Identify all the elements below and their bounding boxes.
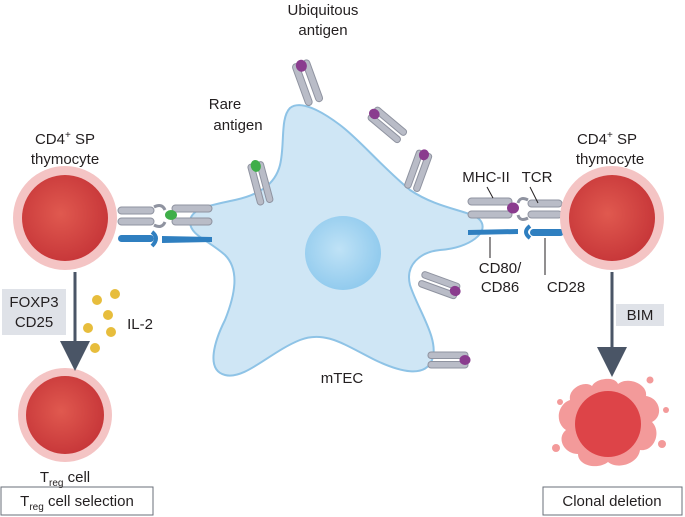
cd80-label-1: CD80/ bbox=[479, 260, 522, 277]
tcr-leader bbox=[529, 186, 539, 204]
treg-sel-sub: reg bbox=[29, 502, 43, 513]
treg-T: T bbox=[40, 469, 49, 486]
left-thymocyte-label-2: thymocyte bbox=[31, 151, 99, 168]
mhc-rare bbox=[247, 159, 274, 206]
treg-sel-T: T bbox=[20, 493, 29, 510]
mhc-ubiquitous-top bbox=[292, 59, 324, 106]
right-thymocyte-label-2: thymocyte bbox=[576, 151, 644, 168]
mtec-label: mTEC bbox=[321, 370, 364, 387]
left-thymocyte bbox=[13, 166, 117, 270]
il2-label: IL-2 bbox=[127, 316, 153, 333]
mhc-ubiquitous-1 bbox=[367, 106, 408, 144]
right-mhc-tcr-complex bbox=[467, 197, 563, 221]
left-sp: SP bbox=[71, 131, 95, 148]
treg-cell-word: cell bbox=[63, 469, 90, 486]
right-costim bbox=[468, 224, 564, 240]
cd28-label: CD28 bbox=[547, 279, 585, 296]
foxp3-label: FOXP3 bbox=[9, 294, 58, 311]
rare-antigen-label-2: antigen bbox=[213, 117, 262, 134]
ubiquitous-antigen-label-2: antigen bbox=[298, 22, 347, 39]
right-thymocyte-label: CD4+ SP bbox=[577, 130, 637, 148]
cd25-label: CD25 bbox=[15, 314, 53, 331]
mhc-ubiquitous-2 bbox=[404, 149, 433, 192]
mhc-ubiquitous-3 bbox=[418, 271, 461, 300]
apoptotic-cell bbox=[552, 376, 669, 467]
right-cd4: CD4 bbox=[577, 131, 607, 148]
mhc-ii-label: MHC-II bbox=[462, 169, 510, 186]
treg-cell-label: Treg cell bbox=[40, 469, 90, 489]
treg-cell bbox=[18, 368, 112, 462]
treg-sub: reg bbox=[49, 478, 63, 489]
ubiquitous-antigen-label-1: Ubiquitous bbox=[288, 2, 359, 19]
left-cd4: CD4 bbox=[35, 131, 65, 148]
bim-label: BIM bbox=[627, 307, 654, 324]
il2-molecules bbox=[83, 289, 120, 353]
treg-selection-box bbox=[0, 486, 154, 516]
right-cd4-plus: + bbox=[607, 130, 613, 141]
tcr-label: TCR bbox=[522, 169, 553, 186]
treg-sel-rest: cell selection bbox=[44, 493, 134, 510]
cd80-label-2: CD86 bbox=[481, 279, 519, 296]
left-cd4-plus: + bbox=[65, 130, 71, 141]
rare-antigen-label-1: Rare bbox=[209, 96, 242, 113]
foxp3-box bbox=[2, 289, 66, 335]
mhc-leader bbox=[486, 186, 494, 199]
clonal-deletion-label: Clonal deletion bbox=[562, 493, 661, 510]
treg-selection-label: Treg cell selection bbox=[20, 493, 134, 513]
left-costim bbox=[118, 230, 212, 248]
right-sp: SP bbox=[613, 131, 637, 148]
right-thymocyte bbox=[560, 166, 664, 270]
mtec-nucleus bbox=[305, 216, 381, 290]
left-thymocyte-label: CD4+ SP bbox=[35, 130, 95, 148]
mhc-ubiquitous-4 bbox=[427, 351, 471, 369]
left-mhc-tcr-complex bbox=[117, 204, 213, 228]
clonal-deletion-box bbox=[542, 486, 683, 516]
bim-box bbox=[616, 304, 664, 326]
